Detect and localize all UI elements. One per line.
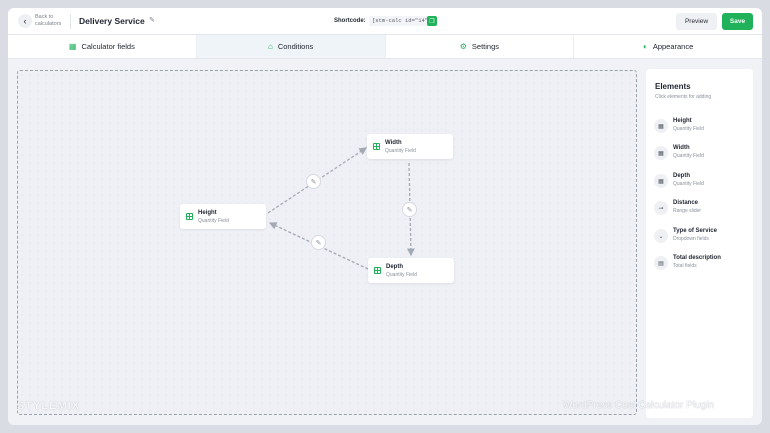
element-name: Total description: [673, 255, 721, 261]
quantity-icon: [186, 213, 193, 220]
shortcode-value[interactable]: [stm-calc id="14"]: [369, 16, 435, 26]
tab-bar: ▦ Calculator fields ⌂ Conditions ⚙ Setti…: [8, 35, 762, 59]
elements-panel: Elements Click elements for adding ▦ Hei…: [646, 69, 753, 418]
condition-edit-button-width-depth[interactable]: ✎: [402, 202, 417, 217]
edge-depth-to-height: [268, 222, 369, 270]
preview-button[interactable]: Preview: [676, 13, 717, 30]
node-subtitle: Quantity Field: [385, 148, 416, 154]
gear-icon: ⚙: [459, 42, 467, 51]
element-item-width[interactable]: ▦ Width Quantity Field: [654, 144, 749, 164]
range-icon: ⊸: [654, 201, 668, 215]
pencil-icon: ✎: [310, 178, 317, 186]
node-title: Height: [198, 210, 217, 216]
element-name: Height: [673, 118, 692, 124]
total-icon: ▤: [654, 256, 668, 270]
quantity-icon: ▦: [654, 146, 668, 160]
tab-label: Settings: [471, 42, 500, 51]
back-button[interactable]: ‹: [18, 14, 32, 28]
quantity-icon: ▦: [654, 119, 668, 133]
element-type: Dropdown fields: [673, 236, 709, 242]
element-type: Range slider: [673, 208, 702, 214]
pencil-icon[interactable]: ✎: [149, 17, 155, 24]
save-button[interactable]: Save: [722, 13, 753, 30]
page-title: Delivery Service: [79, 16, 145, 26]
tab-label: Appearance: [652, 42, 694, 51]
quantity-icon: ▦: [654, 174, 668, 188]
condition-edit-button-height-width[interactable]: ✎: [306, 174, 321, 189]
conditions-icon: ⌂: [267, 42, 273, 51]
shortcode-label: Shortcode:: [334, 18, 366, 24]
element-item-height[interactable]: ▦ Height Quantity Field: [654, 117, 749, 137]
element-type: Quantity Field: [673, 126, 704, 132]
element-type: Total fields: [673, 263, 697, 269]
node-height[interactable]: Height Quantity Field: [180, 204, 266, 229]
element-type: Quantity Field: [673, 153, 704, 159]
node-title: Width: [385, 140, 402, 146]
element-type: Quantity Field: [673, 181, 704, 187]
element-name: Type of Service: [673, 228, 717, 234]
element-name: Distance: [673, 200, 699, 206]
node-title: Depth: [386, 264, 403, 270]
conditions-canvas[interactable]: Height Quantity Field Width Quantity Fie…: [17, 70, 637, 415]
node-subtitle: Quantity Field: [386, 272, 417, 278]
tab-conditions[interactable]: ⌂ Conditions: [196, 35, 386, 58]
tab-label: Conditions: [277, 42, 314, 51]
quantity-icon: [373, 143, 380, 150]
edge-height-to-width: [267, 147, 368, 214]
top-bar: ‹ Back to calculators Delivery Service ✎…: [8, 8, 762, 35]
calculator-icon: ▦: [68, 42, 77, 51]
panel-subtitle: Click elements for adding: [655, 94, 712, 100]
watermark-logo: STYLEMIX: [17, 400, 81, 412]
tab-calculator-fields[interactable]: ▦ Calculator fields: [8, 35, 197, 58]
palette-icon: ◐: [642, 42, 648, 51]
node-depth[interactable]: Depth Quantity Field: [368, 258, 454, 283]
header-divider: [70, 14, 71, 29]
quantity-icon: [374, 267, 381, 274]
tab-appearance[interactable]: ◐ Appearance: [574, 35, 762, 58]
element-item-depth[interactable]: ▦ Depth Quantity Field: [654, 172, 749, 192]
chevron-left-icon: ‹: [23, 16, 27, 26]
app-window: ‹ Back to calculators Delivery Service ✎…: [8, 8, 762, 425]
pencil-icon: ✎: [406, 206, 413, 214]
element-name: Depth: [673, 173, 690, 179]
node-width[interactable]: Width Quantity Field: [367, 134, 453, 159]
element-item-total-description[interactable]: ▤ Total description Total fields: [654, 254, 749, 274]
pencil-icon: ✎: [315, 239, 322, 247]
watermark-text: WordPress Cost Calculator Plugin: [563, 400, 714, 411]
element-name: Width: [673, 145, 690, 151]
condition-edges: [267, 147, 415, 270]
tab-label: Calculator fields: [81, 42, 135, 51]
copy-icon[interactable]: ❐: [427, 16, 437, 26]
node-subtitle: Quantity Field: [198, 218, 229, 224]
back-label[interactable]: Back to calculators: [35, 14, 62, 27]
element-item-type-of-service[interactable]: ⌄ Type of Service Dropdown fields: [654, 227, 749, 247]
element-item-distance[interactable]: ⊸ Distance Range slider: [654, 199, 749, 219]
panel-title: Elements: [655, 82, 691, 91]
condition-edit-button-depth-height[interactable]: ✎: [311, 235, 326, 250]
tab-settings[interactable]: ⚙ Settings: [386, 35, 575, 58]
dropdown-icon: ⌄: [654, 229, 668, 243]
